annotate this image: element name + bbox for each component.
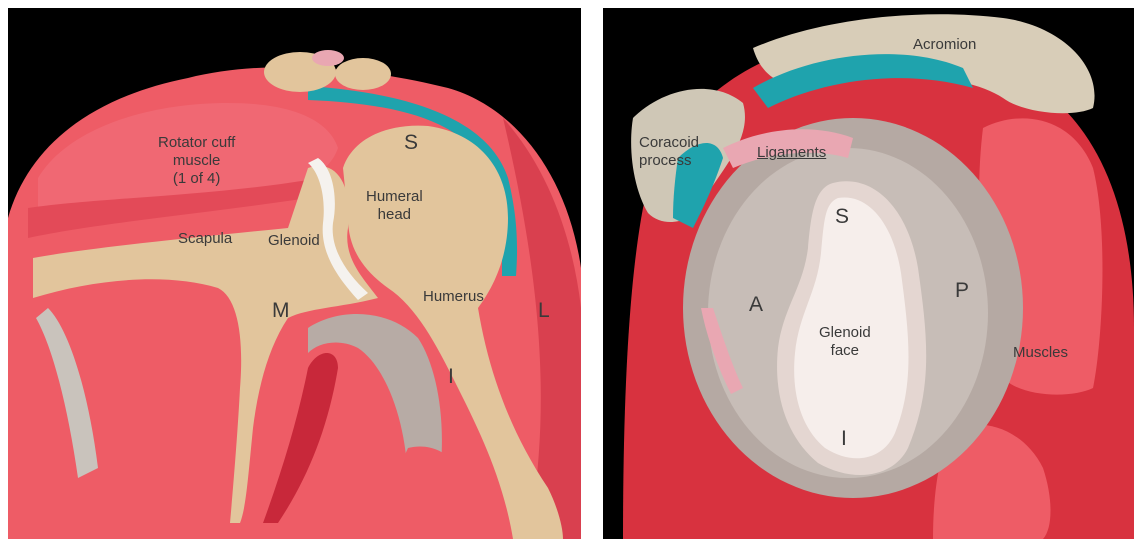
label-glenoid-face: Glenoid face [819,324,871,360]
coronal-section-panel: Rotator cuff muscle (1 of 4) Scapula Gle… [8,8,581,539]
label-posterior: P [955,280,969,302]
label-superior: S [835,206,849,228]
label-humeral-head: Humeral head [366,188,423,224]
label-ligaments: Ligaments [757,144,826,162]
acromion-cartilage [312,50,344,66]
label-inferior: I [448,366,454,388]
label-rotator-cuff: Rotator cuff muscle (1 of 4) [158,134,235,188]
label-medial: M [272,300,290,322]
label-humerus: Humerus [423,288,484,306]
clavicle-section [335,58,391,90]
coronal-section-illustration [8,8,581,539]
glenoid-lateral-illustration [603,8,1134,539]
label-lateral: L [538,300,550,322]
label-glenoid: Glenoid [268,232,320,250]
label-anterior: A [749,294,763,316]
label-scapula: Scapula [178,230,232,248]
label-acromion: Acromion [913,36,976,54]
label-superior: S [404,132,418,154]
label-coracoid-process: Coracoid process [639,134,699,170]
label-inferior: I [841,428,847,450]
lateral-view-panel: Acromion Coracoid process Ligaments S A … [603,8,1134,539]
label-muscles: Muscles [1013,344,1068,362]
